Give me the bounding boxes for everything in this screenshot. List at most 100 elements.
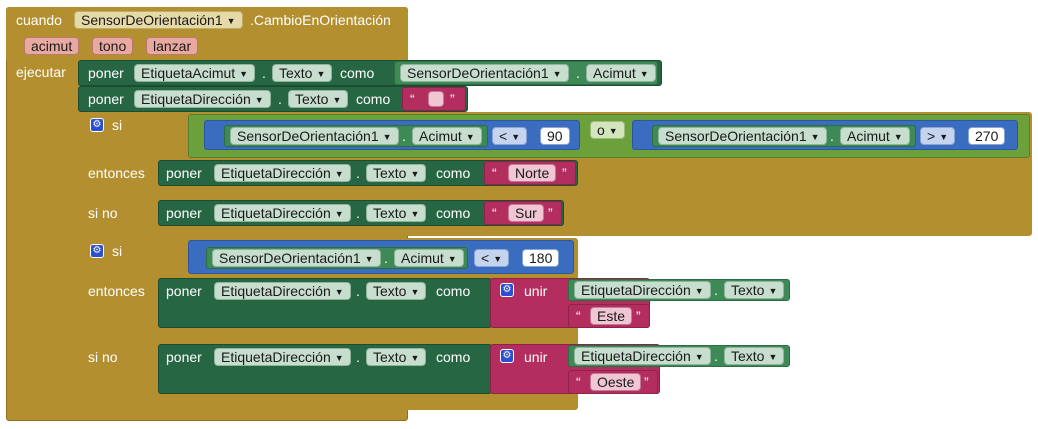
getter-prop-dropdown[interactable]: Acimut▼: [412, 127, 482, 145]
close-quote: ”: [636, 308, 641, 324]
gear-icon[interactable]: ⚙: [500, 349, 514, 363]
set-prop-dropdown[interactable]: Texto▼: [366, 282, 427, 300]
getter-prop-dropdown[interactable]: Acimut▼: [394, 249, 464, 267]
getter-component-dropdown[interactable]: SensorDeOrientación1▼: [212, 249, 381, 267]
then-keyword: entonces: [88, 283, 145, 299]
close-quote: ”: [562, 165, 567, 181]
dot-label: .: [830, 128, 834, 144]
getter-prop-dropdown[interactable]: Acimut▼: [586, 64, 656, 82]
set-prop-dropdown[interactable]: Texto▼: [366, 204, 427, 222]
text-field-empty[interactable]: [428, 91, 444, 107]
if-keyword: si: [112, 117, 123, 133]
to-keyword: como: [436, 205, 471, 221]
compare-op-dropdown[interactable]: <▼: [474, 249, 510, 267]
compare-op-dropdown[interactable]: >▼: [920, 127, 956, 145]
param-tono[interactable]: tono: [92, 37, 134, 55]
getter-prop-dropdown[interactable]: Texto▼: [724, 347, 785, 365]
open-quote: “: [492, 205, 497, 221]
getter-component-dropdown[interactable]: SensorDeOrientación1▼: [400, 64, 569, 82]
close-quote: ”: [644, 374, 649, 390]
number-field[interactable]: 90: [540, 127, 570, 145]
set-target-dropdown[interactable]: EtiquetaDirección▼: [134, 90, 271, 108]
set-prop-dropdown[interactable]: Texto▼: [272, 64, 333, 82]
dropdown-arrow-icon: ▼: [694, 286, 704, 296]
to-keyword: como: [340, 65, 375, 81]
getter-component-dropdown[interactable]: EtiquetaDirección▼: [574, 347, 711, 365]
param-acimut[interactable]: acimut: [24, 37, 80, 55]
text-field[interactable]: Oeste: [590, 373, 642, 391]
getter-prop-dropdown[interactable]: Acimut▼: [840, 127, 910, 145]
dot-label: .: [384, 250, 388, 266]
set-keyword: poner: [88, 91, 124, 107]
open-quote: “: [576, 374, 581, 390]
dropdown-arrow-icon: ▼: [254, 95, 264, 105]
getter-prop-dropdown[interactable]: Texto▼: [724, 281, 785, 299]
dot-label: .: [356, 165, 360, 181]
to-keyword: como: [436, 165, 471, 181]
set-keyword: poner: [166, 205, 202, 221]
dropdown-arrow-icon: ▼: [410, 353, 420, 363]
dropdown-arrow-icon: ▼: [334, 287, 344, 297]
dropdown-arrow-icon: ▼: [316, 69, 326, 79]
set-target-dropdown[interactable]: EtiquetaDirección▼: [214, 164, 351, 182]
dot-label: .: [356, 205, 360, 221]
set-target-dropdown[interactable]: EtiquetaDirección▼: [214, 204, 351, 222]
set-target-dropdown[interactable]: EtiquetaDirección▼: [214, 348, 351, 366]
set-target-dropdown[interactable]: EtiquetaAcimut▼: [134, 64, 256, 82]
text-field[interactable]: Este: [590, 307, 633, 325]
number-field[interactable]: 270: [968, 127, 1006, 145]
gear-icon[interactable]: ⚙: [500, 283, 514, 297]
event-when-label: cuando: [16, 12, 62, 28]
dropdown-arrow-icon: ▼: [608, 126, 618, 136]
dropdown-arrow-icon: ▼: [226, 16, 236, 26]
close-quote: ”: [548, 205, 553, 221]
dropdown-arrow-icon: ▼: [447, 254, 457, 264]
set-keyword: poner: [166, 165, 202, 181]
dot-label: .: [356, 283, 360, 299]
dropdown-arrow-icon: ▼: [334, 209, 344, 219]
to-keyword: como: [436, 349, 471, 365]
then-keyword: entonces: [88, 165, 145, 181]
dropdown-arrow-icon: ▼: [410, 169, 420, 179]
event-component-dropdown[interactable]: SensorDeOrientación1▼: [74, 11, 243, 29]
set-keyword: poner: [166, 349, 202, 365]
dot-label: .: [714, 348, 718, 364]
dot-label: .: [356, 349, 360, 365]
else-keyword: si no: [88, 349, 118, 365]
event-do-label: ejecutar: [16, 64, 66, 80]
dropdown-arrow-icon: ▼: [493, 254, 503, 264]
number-field[interactable]: 180: [522, 249, 560, 267]
getter-component-dropdown[interactable]: EtiquetaDirección▼: [574, 281, 711, 299]
dropdown-arrow-icon: ▼: [552, 69, 562, 79]
dropdown-arrow-icon: ▼: [334, 353, 344, 363]
param-lanzar[interactable]: lanzar: [146, 37, 199, 55]
open-quote: “: [492, 165, 497, 181]
dropdown-arrow-icon: ▼: [939, 132, 949, 142]
join-keyword: unir: [524, 283, 548, 299]
getter-component-dropdown[interactable]: SensorDeOrientación1▼: [230, 127, 399, 145]
else-keyword: si no: [88, 205, 118, 221]
set-prop-dropdown[interactable]: Texto▼: [288, 90, 349, 108]
or-op-dropdown[interactable]: o▼: [590, 121, 625, 139]
dropdown-arrow-icon: ▼: [239, 69, 249, 79]
open-quote: “: [576, 308, 581, 324]
dropdown-arrow-icon: ▼: [768, 286, 778, 296]
set-prop-dropdown[interactable]: Texto▼: [366, 348, 427, 366]
gear-icon[interactable]: ⚙: [90, 118, 104, 132]
dropdown-arrow-icon: ▼: [382, 132, 392, 142]
text-field[interactable]: Sur: [508, 204, 544, 222]
dot-label: .: [278, 91, 282, 107]
dropdown-arrow-icon: ▼: [694, 352, 704, 362]
dropdown-arrow-icon: ▼: [410, 209, 420, 219]
dropdown-arrow-icon: ▼: [334, 169, 344, 179]
dropdown-arrow-icon: ▼: [364, 254, 374, 264]
set-target-dropdown[interactable]: EtiquetaDirección▼: [214, 282, 351, 300]
to-keyword: como: [356, 91, 391, 107]
compare-op-dropdown[interactable]: <▼: [492, 127, 528, 145]
set-prop-dropdown[interactable]: Texto▼: [366, 164, 427, 182]
getter-component-dropdown[interactable]: SensorDeOrientación1▼: [658, 127, 827, 145]
if-gutter-1: [78, 112, 158, 236]
text-field[interactable]: Norte: [508, 164, 557, 182]
dropdown-arrow-icon: ▼: [410, 287, 420, 297]
gear-icon[interactable]: ⚙: [90, 244, 104, 258]
